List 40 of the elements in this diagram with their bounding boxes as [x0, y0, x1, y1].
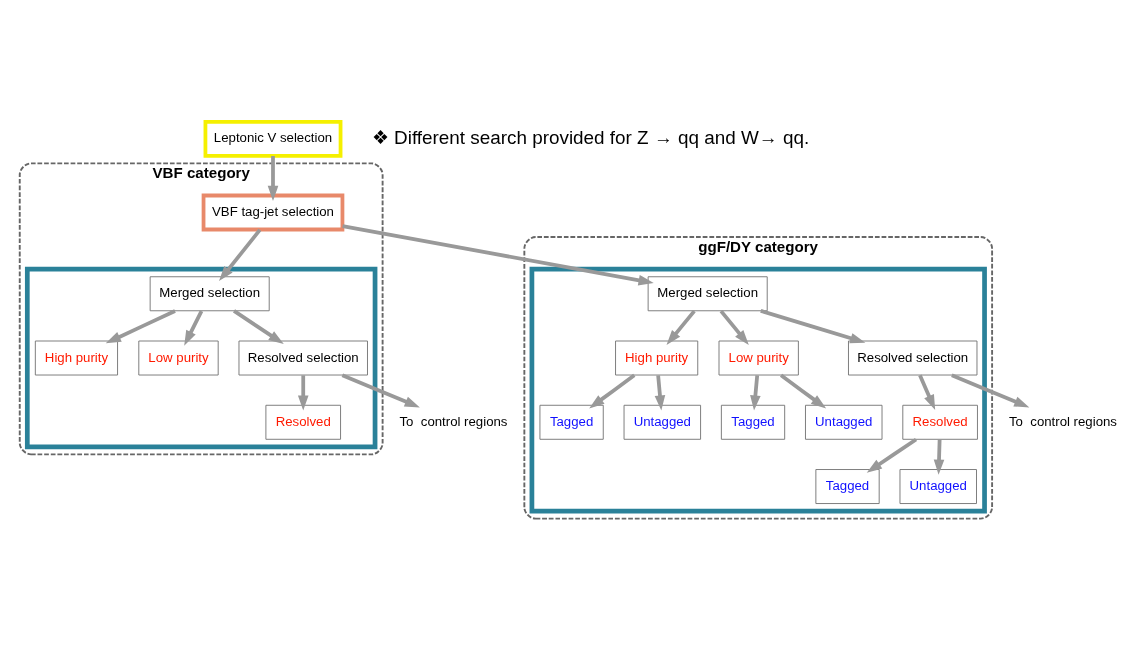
- node-box: Merged selection: [149, 275, 270, 311]
- node-box: Low purity: [718, 340, 799, 375]
- arrow: [951, 372, 1030, 407]
- node-box: Merged selection: [647, 275, 768, 311]
- arrow: [760, 308, 866, 343]
- arrow: [666, 309, 696, 345]
- arrow: [267, 155, 279, 201]
- node-box: Tagged: [720, 404, 786, 440]
- arrow: [297, 374, 309, 411]
- node-box: Resolved: [902, 404, 978, 440]
- arrow: [719, 309, 749, 345]
- arrow: [750, 374, 761, 411]
- arrow: [342, 223, 654, 285]
- node-box: Leptonic V selection: [203, 119, 343, 158]
- arrow: [184, 309, 204, 346]
- node-text: To control regions: [1008, 413, 1117, 429]
- node-box: VBF tag-jet selection: [201, 193, 345, 231]
- arrow: [589, 373, 636, 408]
- arrow: [933, 439, 945, 475]
- cluster: [529, 266, 987, 513]
- label: ❖ Different search provided for Z → qq and W→ qq.: [371, 126, 810, 148]
- arrow: [779, 373, 827, 408]
- node-box: High purity: [34, 340, 118, 375]
- arrow: [341, 372, 420, 407]
- node-box: Resolved selection: [238, 340, 368, 375]
- node-box: Untagged: [623, 404, 702, 440]
- arrow: [219, 228, 262, 281]
- arrow: [866, 437, 918, 473]
- node-box: Low purity: [138, 340, 219, 375]
- node-box: Resolved selection: [848, 340, 978, 375]
- node-text: To control regions: [399, 413, 508, 429]
- arrow: [105, 308, 176, 343]
- arrow: [654, 374, 666, 411]
- node-box: High purity: [615, 340, 699, 375]
- node-box: Untagged: [805, 404, 883, 440]
- node-box: Resolved: [265, 404, 342, 440]
- node-box: Tagged: [815, 468, 880, 504]
- arrow: [918, 374, 936, 410]
- node-box: Tagged: [539, 404, 604, 440]
- node-box: Untagged: [899, 468, 977, 504]
